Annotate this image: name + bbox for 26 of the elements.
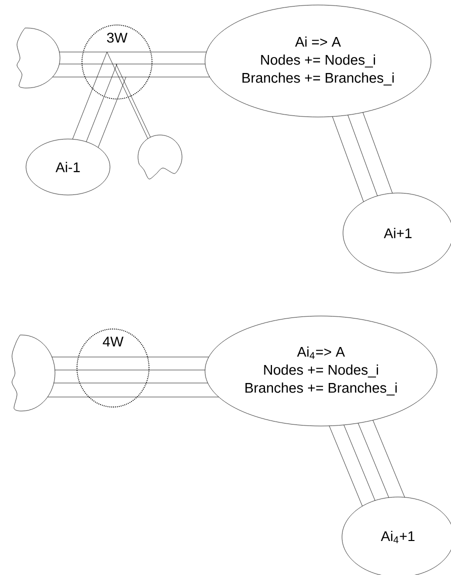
wire-line: [147, 356, 210, 358]
wire-line: [52, 356, 148, 358]
ellipse-node: Ai => A Nodes += Nodes_i Branches += Branches_i: [204, 4, 432, 118]
wire-line: [362, 112, 393, 194]
wire-line: [146, 382, 208, 384]
wire-line: [136, 396, 219, 398]
wire-line: [86, 64, 118, 142]
ellipse-node: Ai-1: [26, 138, 110, 196]
ellipse-node: Ai$_{4}$=> A Nodes += Nodes_i Branches += Branches_i: [204, 316, 438, 426]
wire-line: [54, 382, 146, 384]
wire-line: [106, 52, 148, 139]
wire-line: [72, 52, 108, 140]
wire-line: [344, 424, 376, 501]
wire-line: [332, 116, 364, 202]
wire-line: [98, 76, 126, 148]
torn-shape: [138, 134, 182, 180]
wire-line: [358, 422, 389, 498]
torn-shape: [12, 334, 56, 412]
wire-line: [47, 396, 138, 398]
wire-line: [148, 76, 210, 78]
wire-line: [348, 114, 378, 196]
torn-shape: [16, 28, 60, 88]
wire-line: [372, 420, 405, 498]
wire-line: [116, 64, 151, 138]
wire-line: [329, 426, 363, 506]
wire-line: [52, 76, 150, 78]
